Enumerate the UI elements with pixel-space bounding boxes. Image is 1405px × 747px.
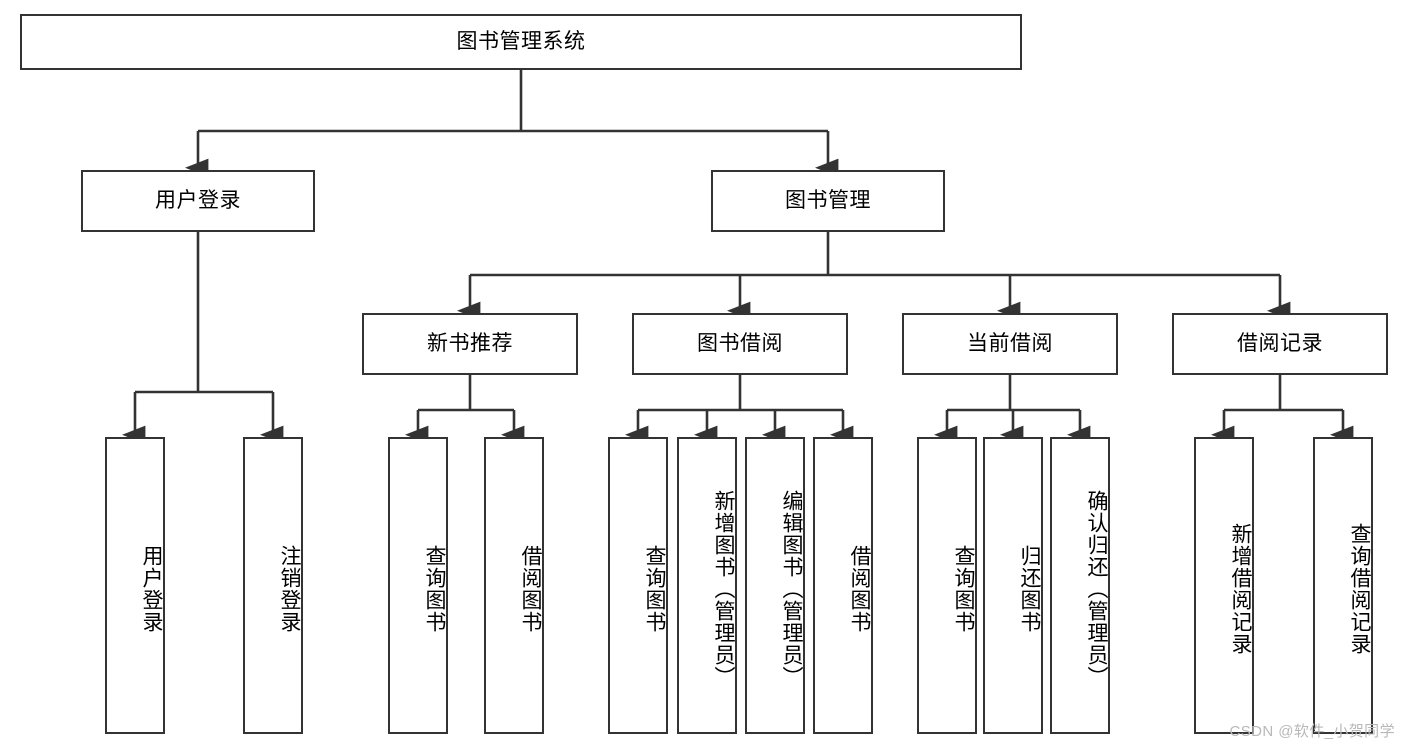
node-label: 当前借阅	[967, 331, 1053, 355]
node-leaves-4[interactable]: 查询图书	[608, 437, 668, 734]
node-root-0[interactable]: 图书管理系统	[20, 14, 1022, 70]
node-label: 用户登录	[140, 544, 163, 633]
node-leaves-3[interactable]: 借阅图书	[484, 437, 544, 734]
node-label: 新增图书（管理员）	[712, 489, 735, 688]
csdn-watermark: CSDN @软件_小贺同学	[1229, 723, 1395, 740]
node-label: 确认归还（管理员）	[1085, 489, 1108, 688]
node-leaves-5[interactable]: 新增图书（管理员）	[677, 437, 737, 734]
node-label: 新书推荐	[427, 331, 513, 355]
node-level3-2[interactable]: 当前借阅	[902, 313, 1118, 375]
node-label: 图书管理系统	[456, 29, 586, 53]
node-leaves-2[interactable]: 查询图书	[388, 437, 448, 734]
node-leaves-11[interactable]: 新增借阅记录	[1194, 437, 1254, 734]
node-leaves-10[interactable]: 确认归还（管理员）	[1050, 437, 1110, 734]
node-label: 查询图书	[423, 544, 446, 633]
node-label: 借阅图书	[519, 544, 542, 633]
node-leaves-1[interactable]: 注销登录	[243, 437, 303, 734]
node-leaves-12[interactable]: 查询借阅记录	[1313, 437, 1373, 734]
node-label: 查询图书	[952, 544, 975, 633]
node-label: 归还图书	[1018, 544, 1041, 633]
node-label: 图书管理	[785, 188, 871, 212]
node-label: 注销登录	[278, 544, 301, 633]
node-label: 借阅图书	[848, 544, 871, 633]
node-level2-1[interactable]: 图书管理	[711, 170, 945, 232]
node-level3-1[interactable]: 图书借阅	[632, 313, 848, 375]
node-leaves-0[interactable]: 用户登录	[105, 437, 165, 734]
node-level3-3[interactable]: 借阅记录	[1172, 313, 1388, 375]
node-label: 编辑图书（管理员）	[780, 489, 803, 688]
node-label: 查询图书	[643, 544, 666, 633]
node-label: 新增借阅记录	[1229, 522, 1252, 655]
node-label: 用户登录	[155, 188, 241, 212]
node-level2-0[interactable]: 用户登录	[81, 170, 315, 232]
node-label: 图书借阅	[697, 331, 783, 355]
node-leaves-8[interactable]: 查询图书	[917, 437, 977, 734]
node-leaves-6[interactable]: 编辑图书（管理员）	[745, 437, 805, 734]
node-label: 借阅记录	[1237, 331, 1323, 355]
node-leaves-7[interactable]: 借阅图书	[813, 437, 873, 734]
node-leaves-9[interactable]: 归还图书	[983, 437, 1043, 734]
node-label: 查询借阅记录	[1348, 522, 1371, 655]
node-level3-0[interactable]: 新书推荐	[362, 313, 578, 375]
